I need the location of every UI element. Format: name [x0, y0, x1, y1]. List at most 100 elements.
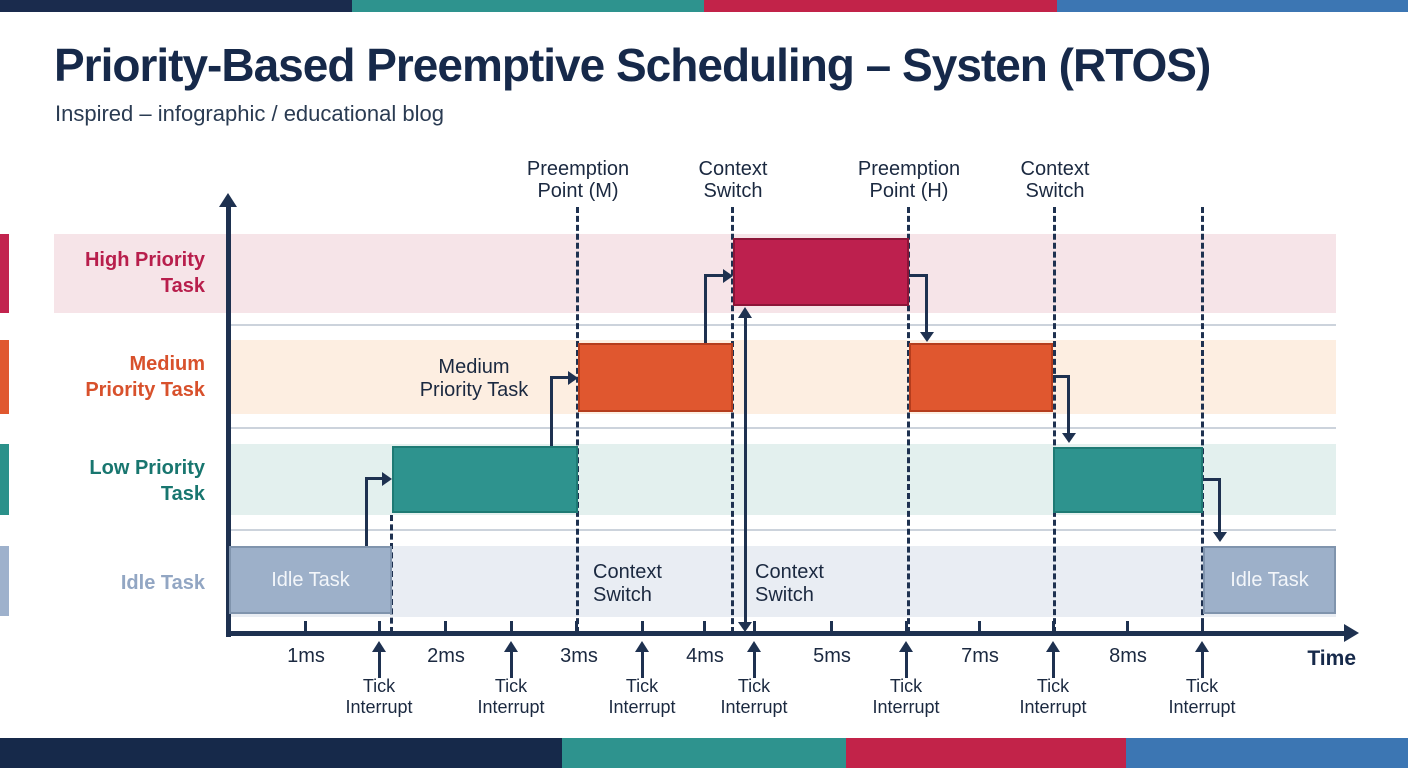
arrow-up-icon — [1046, 641, 1060, 652]
low-row-marker — [0, 444, 9, 515]
page-subtitle: Inspired – infographic / educational blo… — [55, 101, 444, 126]
arrow-up-icon — [899, 641, 913, 652]
accent-segment-crimson — [704, 0, 1057, 12]
arrow-down-icon — [1213, 532, 1227, 542]
tick-interrupt-line: Interrupt — [720, 697, 788, 717]
tick-interrupt-arrow — [905, 652, 908, 678]
axis-tick — [1201, 621, 1204, 631]
tick-interrupt-line: Tick — [362, 676, 396, 696]
arrow-high-to-medium — [909, 274, 928, 277]
arrow-up-icon — [504, 641, 518, 652]
row-separator — [229, 324, 1336, 326]
time-axis-label: Time — [1307, 647, 1356, 670]
tick-interrupt-label: Tick Interrupt — [706, 676, 802, 718]
axis-tick — [703, 621, 706, 631]
annotation-line: Context — [755, 561, 824, 583]
tick-interrupt-label: Tick Interrupt — [1005, 676, 1101, 718]
accent-segment-crimson — [846, 738, 1126, 768]
page-title: Priority-Based Preemptive Scheduling – S… — [54, 39, 1211, 91]
idle-row-label: Idle Task — [20, 570, 205, 596]
y-axis-line — [226, 205, 231, 637]
idle-task-bar-1: Idle Task — [229, 546, 392, 614]
tick-interrupt-line: Interrupt — [1168, 697, 1236, 717]
x-axis-arrowhead — [1344, 624, 1359, 642]
tick-interrupt-arrow — [378, 652, 381, 678]
arrow-medium-to-low — [1067, 375, 1070, 435]
axis-tick — [830, 621, 833, 631]
event-label-line: Preemption — [857, 158, 961, 180]
annotation-line: Switch — [755, 584, 814, 606]
annotation-line: Context — [593, 561, 662, 583]
tick-interrupt-line: Tick — [625, 676, 659, 696]
tick-interrupt-label: Tick Interrupt — [858, 676, 954, 718]
arrow-low-to-medium — [550, 376, 570, 379]
tick-label-7ms: 7ms — [961, 645, 999, 667]
arrow-right-icon — [723, 269, 733, 283]
dashed-line-low-end — [1201, 207, 1204, 633]
tick-interrupt-line: Tick — [889, 676, 923, 696]
arrow-high-to-medium — [925, 274, 928, 334]
axis-tick — [510, 621, 513, 631]
row-label-line: Low Priority — [89, 457, 205, 479]
event-label-context-switch-1: Context Switch — [648, 158, 818, 202]
row-separator — [229, 529, 1336, 531]
tick-interrupt-arrow — [753, 652, 756, 678]
arrow-idle-to-low — [365, 477, 384, 480]
idle-task-bar-2: Idle Task — [1203, 546, 1336, 614]
context-switch-annotation-2: Context Switch — [755, 561, 824, 607]
accent-segment-navy — [0, 738, 562, 768]
axis-tick — [304, 621, 307, 631]
arrow-idle-to-low — [365, 479, 368, 546]
low-priority-bar-2 — [1053, 447, 1203, 513]
tick-label-2ms: 2ms — [427, 645, 465, 667]
tick-interrupt-line: Interrupt — [1019, 697, 1087, 717]
tick-interrupt-line: Interrupt — [608, 697, 676, 717]
tick-label-5ms: 5ms — [813, 645, 851, 667]
axis-tick — [641, 621, 644, 631]
arrow-low-to-medium — [550, 378, 553, 446]
tick-interrupt-arrow — [1052, 652, 1055, 678]
high-row-marker — [0, 234, 9, 313]
row-label-line: Task — [160, 483, 205, 505]
axis-tick — [753, 621, 756, 631]
tick-interrupt-line: Tick — [1185, 676, 1219, 696]
tick-interrupt-arrow — [1201, 652, 1204, 678]
event-label-line: Switch — [1025, 180, 1085, 202]
event-label-line: Context — [1020, 158, 1090, 180]
row-label-line: Medium — [129, 353, 205, 375]
low-priority-bar-1 — [392, 446, 578, 513]
tick-interrupt-line: Interrupt — [477, 697, 545, 717]
axis-tick — [978, 621, 981, 631]
tick-label-4ms: 4ms — [686, 645, 724, 667]
dashed-line-preemption-h — [907, 207, 910, 633]
arrow-up-icon — [635, 641, 649, 652]
axis-tick — [444, 621, 447, 631]
tick-interrupt-line: Tick — [737, 676, 771, 696]
low-priority-row-label: Low Priority Task — [20, 455, 205, 507]
accent-segment-teal — [352, 0, 704, 12]
event-label-line: Point (M) — [537, 180, 619, 202]
arrow-medium-to-low — [1053, 375, 1070, 378]
tick-label-1ms: 1ms — [287, 645, 325, 667]
accent-segment-teal — [562, 738, 846, 768]
tick-interrupt-line: Tick — [1036, 676, 1070, 696]
bottom-accent-bar — [0, 738, 1408, 768]
arrow-medium-to-high — [704, 274, 725, 277]
tick-label-3ms: 3ms — [560, 645, 598, 667]
event-label-preemption-h: Preemption Point (H) — [824, 158, 994, 202]
high-priority-row-label: High Priority Task — [20, 247, 205, 299]
arrow-low-to-idle — [1203, 478, 1221, 481]
tick-interrupt-label: Tick Interrupt — [331, 676, 427, 718]
accent-segment-navy — [0, 0, 352, 12]
high-priority-bar — [733, 238, 909, 306]
dashed-line-preemption-m — [576, 207, 579, 633]
arrow-down-icon — [920, 332, 934, 342]
tick-interrupt-line: Interrupt — [345, 697, 413, 717]
axis-tick — [378, 621, 381, 631]
tick-interrupt-label: Tick Interrupt — [1154, 676, 1250, 718]
y-axis-arrowhead — [219, 193, 237, 207]
context-switch-double-arrow — [744, 318, 747, 625]
tick-interrupt-label: Tick Interrupt — [594, 676, 690, 718]
tick-interrupt-line: Interrupt — [872, 697, 940, 717]
medium-priority-bar-2 — [909, 343, 1053, 412]
